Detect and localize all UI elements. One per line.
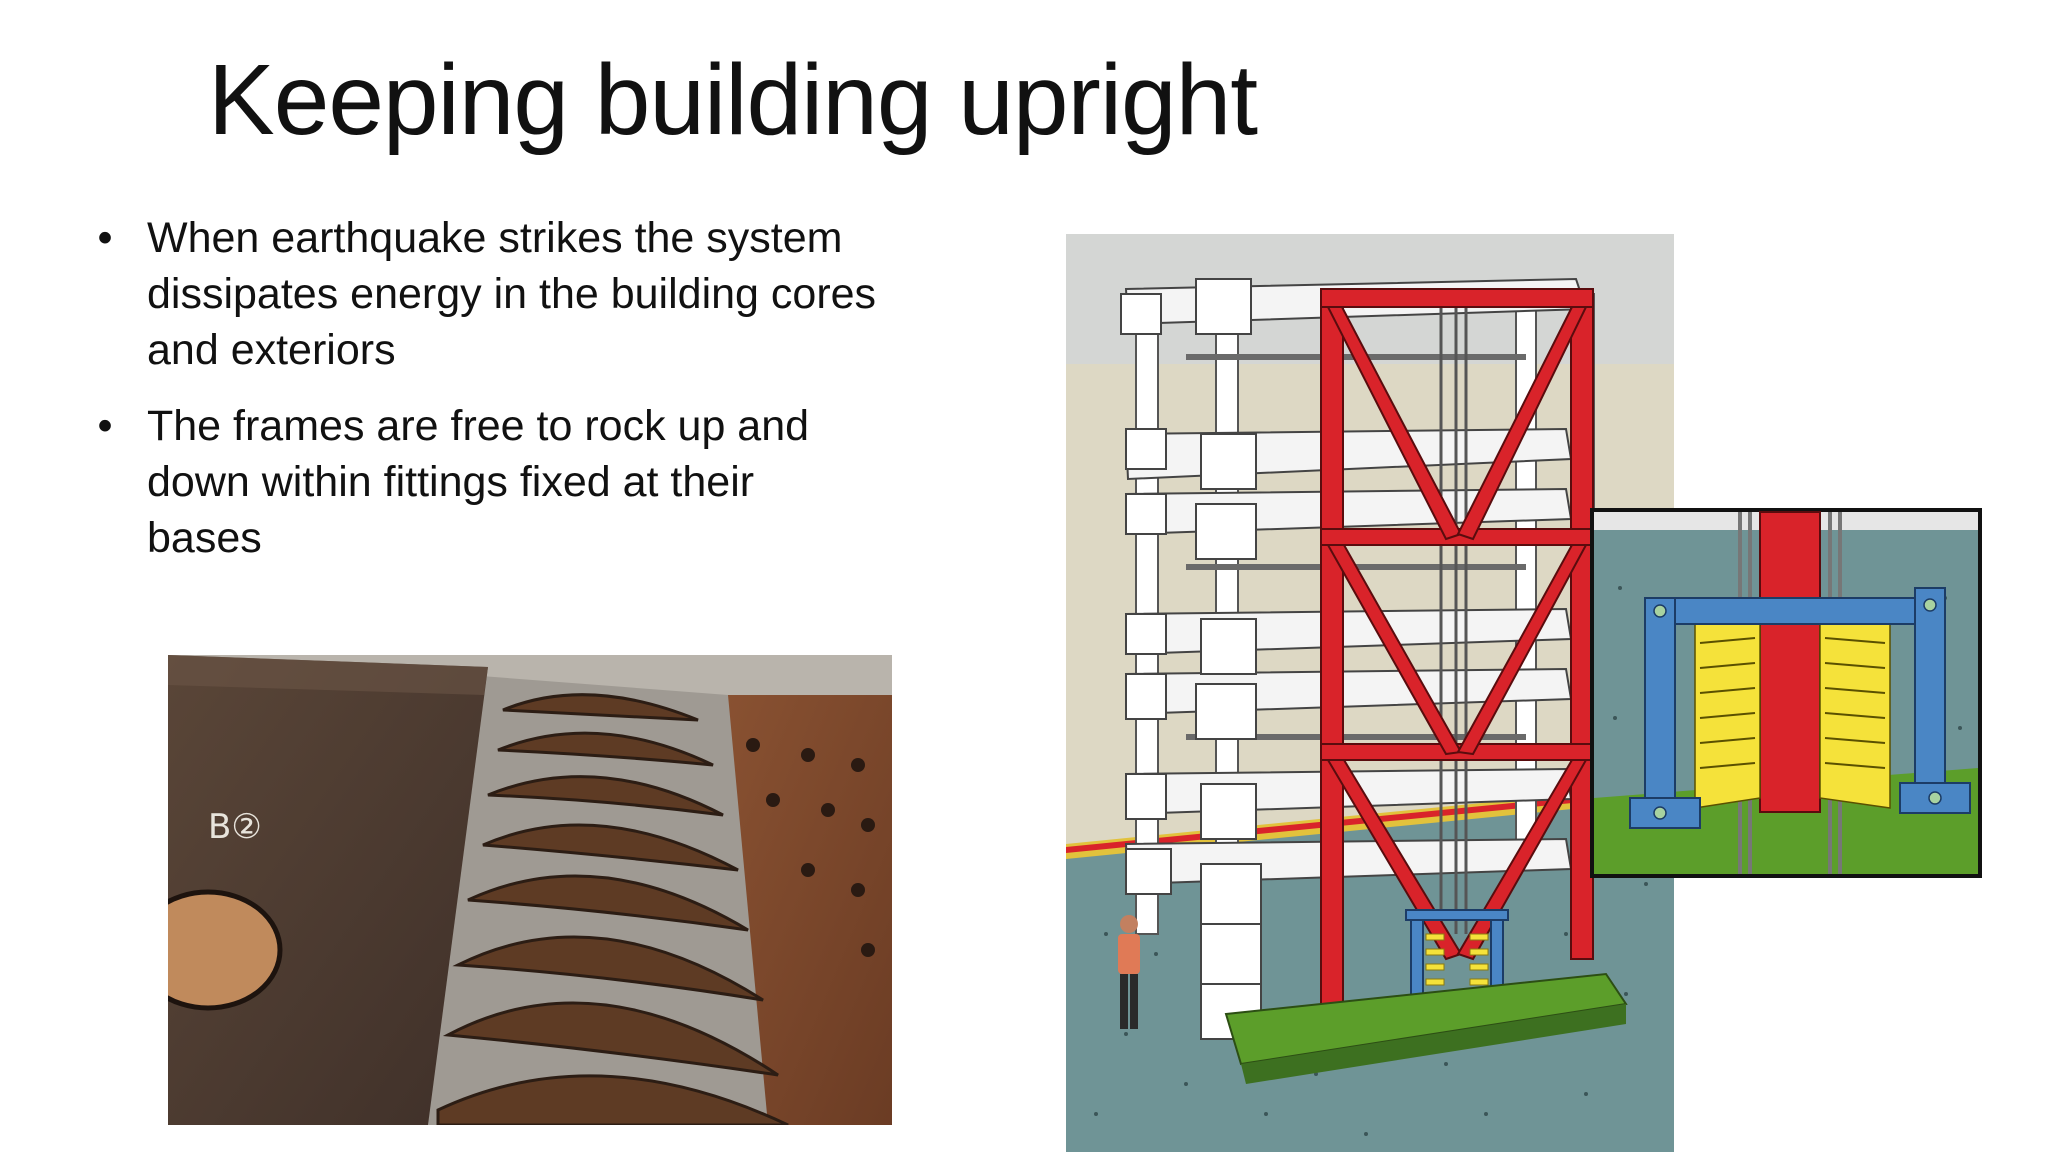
fitting-detail-inset bbox=[1590, 508, 1982, 878]
bullet-list: • When earthquake strikes the system dis… bbox=[85, 210, 985, 586]
bullet-marker: • bbox=[97, 214, 113, 262]
plate-marking: B② bbox=[208, 807, 262, 847]
slide-title: Keeping building upright bbox=[208, 44, 1258, 156]
bullet-line: down within fittings fixed at their bbox=[147, 458, 755, 506]
bullet-item: • When earthquake strikes the system dis… bbox=[85, 210, 985, 378]
person-figure bbox=[1118, 915, 1140, 1029]
bullet-line: When earthquake strikes the system bbox=[147, 214, 843, 262]
bullet-line: and exteriors bbox=[147, 326, 396, 374]
bullet-item: • The frames are free to rock up and dow… bbox=[85, 398, 985, 566]
bullet-line: The frames are free to rock up and bbox=[147, 402, 810, 450]
rocking-frame-model bbox=[1066, 234, 1674, 1152]
steel-fuse-photo: B② bbox=[168, 655, 892, 1125]
bullet-marker: • bbox=[97, 402, 113, 450]
bullet-line: bases bbox=[147, 514, 262, 562]
bullet-line: dissipates energy in the building cores bbox=[147, 270, 877, 318]
